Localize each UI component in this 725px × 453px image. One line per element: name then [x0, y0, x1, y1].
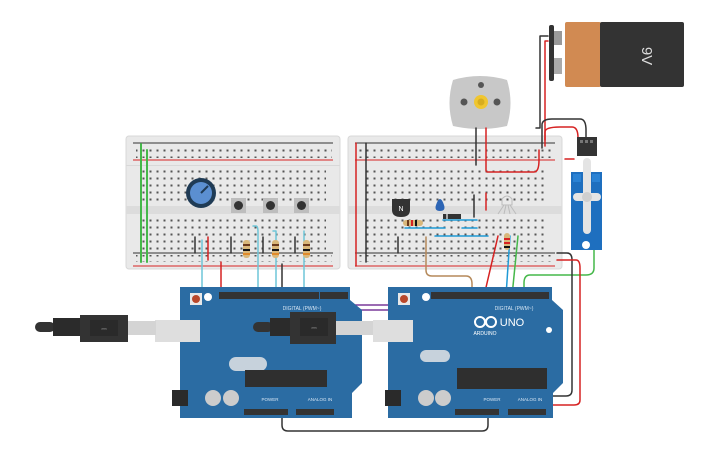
rgb-led[interactable]	[497, 195, 517, 215]
arduino-uno-left[interactable]: DIGITAL (PWM~) POWER ANALOG IN	[155, 287, 362, 418]
battery-label: 9V	[638, 47, 655, 65]
usb-port	[373, 320, 413, 342]
arduino-logo-text: ARDUINO	[473, 331, 496, 337]
power-jack	[172, 390, 188, 406]
arduino-uno-right[interactable]: DIGITAL (PWM~) ARDUINO UNO POWER ANALOG …	[373, 287, 563, 418]
arduino-logo-icon	[474, 316, 497, 328]
usb-symbol-icon: ⎓	[311, 325, 317, 332]
uno-model-text: UNO	[500, 317, 525, 329]
microcontroller-chip	[457, 368, 547, 389]
resistor-2[interactable]	[272, 240, 279, 258]
transistor-npn[interactable]: N	[392, 199, 410, 217]
breadboard-right[interactable]	[347, 135, 563, 270]
resistor-transistor[interactable]	[403, 220, 423, 226]
power-jack	[385, 390, 401, 406]
usb-port	[155, 320, 200, 342]
resistor-led[interactable]	[504, 233, 510, 250]
microcontroller-chip	[245, 370, 327, 387]
resistor-1[interactable]	[243, 240, 250, 258]
capacitor[interactable]	[435, 199, 445, 211]
push-button-3[interactable]	[294, 198, 309, 213]
servo-motor[interactable]	[571, 137, 602, 250]
digital-label: DIGITAL (PWM~)	[495, 306, 534, 312]
power-label: POWER	[261, 397, 279, 402]
diode[interactable]	[443, 214, 461, 219]
analog-label: ANALOG IN	[308, 397, 333, 402]
usb-cable-right[interactable]: ⎓	[253, 312, 373, 344]
wire-battery-negative	[535, 35, 549, 129]
push-button-2[interactable]	[263, 198, 278, 213]
analog-label: ANALOG IN	[518, 397, 543, 402]
digital-label: DIGITAL (PWM~)	[283, 306, 322, 312]
resistor-3[interactable]	[303, 240, 310, 258]
dc-motor[interactable]	[449, 76, 511, 129]
digital-header	[219, 292, 319, 299]
power-label: POWER	[483, 397, 501, 402]
transistor-label: N	[398, 206, 403, 213]
wire-battery-positive	[544, 40, 549, 141]
usb-cable-left[interactable]: ⎓	[35, 315, 156, 342]
potentiometer[interactable]	[186, 178, 216, 208]
digital-header	[431, 292, 511, 299]
battery-9v[interactable]: 9V	[549, 22, 684, 87]
usb-symbol-icon: ⎓	[101, 326, 107, 333]
push-button-1[interactable]	[231, 198, 246, 213]
